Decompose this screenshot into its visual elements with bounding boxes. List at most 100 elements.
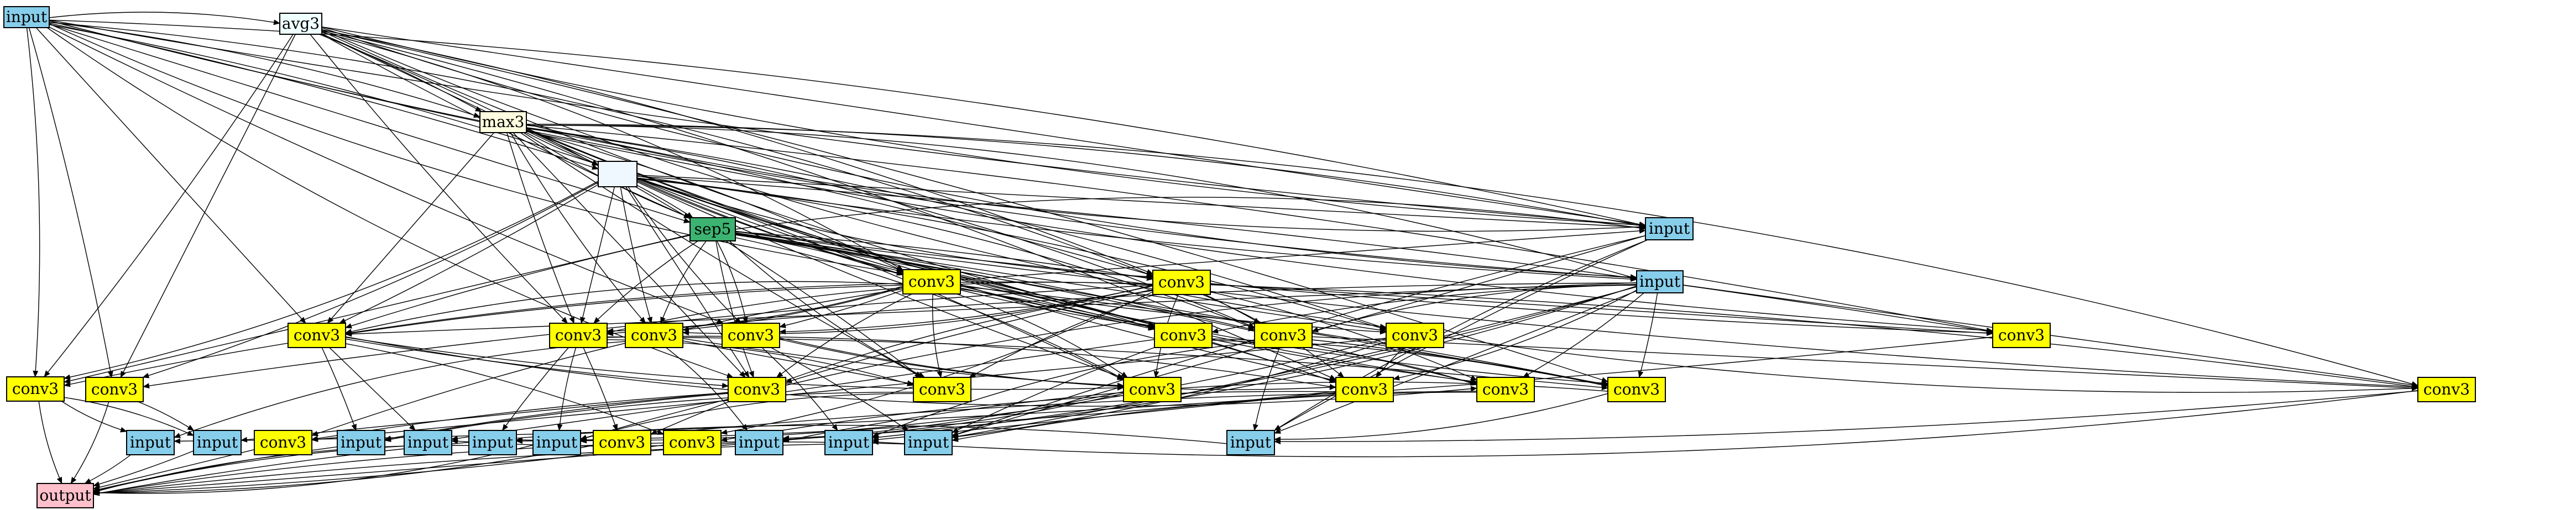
node-box-inR2	[1636, 270, 1684, 293]
edge-b13-to-out	[93, 425, 1227, 496]
edge-sep-to-c7	[660, 240, 707, 324]
edge-blank-to-c8	[628, 186, 741, 324]
edge-c6-to-c16	[607, 335, 1336, 390]
node-layer: input avg3 max3 sep5 input input conv3 conv3 con…	[3, 6, 2476, 508]
node-conv3-c3: conv3	[6, 376, 65, 402]
edge-c6-to-b8	[583, 347, 618, 431]
edge-in0-to-c12	[49, 20, 1993, 333]
edge-max-to-c5	[327, 132, 494, 324]
node-label-b3: conv3	[260, 433, 306, 451]
edge-c19-to-b11	[872, 390, 2418, 458]
node-sep5-sep: sep5	[689, 217, 736, 241]
node-box-in0	[3, 6, 50, 28]
node-label-avg: avg3	[282, 14, 320, 33]
edge-c2-to-c17	[1210, 291, 1477, 381]
node-box-c13	[728, 377, 786, 402]
node-input-in0: input	[3, 6, 50, 28]
edge-c10-to-c18	[1311, 339, 1608, 387]
edge-max-to-c2	[526, 127, 1153, 277]
edge-sep-to-c13	[715, 240, 754, 378]
node-conv3-b9: conv3	[663, 430, 722, 455]
edge-c9-to-c17	[1211, 340, 1477, 386]
edge-blank-to-c6	[580, 186, 615, 324]
edge-c1-to-c16	[960, 288, 1336, 383]
edge-c1-to-c14	[932, 293, 943, 378]
node-label-c7: conv3	[631, 326, 677, 344]
edge-max-to-c20	[526, 124, 1646, 228]
edge-avg-to-max	[321, 33, 482, 112]
node-box-c17	[1476, 377, 1535, 402]
edge-avg-to-c20	[321, 27, 1646, 227]
node-label-out: output	[39, 486, 91, 504]
node-box-b10	[735, 430, 783, 455]
edge-inR2-to-b12	[952, 286, 1637, 439]
node-label-in0: input	[6, 8, 48, 26]
node-box-c3	[6, 376, 65, 402]
edge-inR2-to-b11	[872, 286, 1637, 440]
node-conv3-c12: conv3	[1992, 323, 2051, 348]
edge-inR1-to-b13	[1274, 239, 1648, 431]
node-label-c10: conv3	[1260, 326, 1307, 344]
node-box-b2	[193, 430, 242, 455]
node-box-c12	[1992, 323, 2051, 348]
node-conv3-b3: conv3	[254, 430, 312, 455]
edge-blank-to-c9	[636, 179, 1155, 329]
edge-max-to-c17	[526, 128, 1477, 384]
edge-max-to-c12	[526, 125, 1993, 333]
edge-c2-to-b8	[650, 290, 1153, 435]
node-input-b6: input	[468, 430, 517, 455]
node-conv3-c18: conv3	[1607, 377, 1666, 402]
node-box-c14	[913, 377, 971, 402]
node-box-c18	[1607, 377, 1666, 402]
edge-b9-to-out	[93, 444, 664, 496]
node-label-c17: conv3	[1482, 380, 1529, 398]
node-label-c1: conv3	[908, 272, 955, 291]
edge-inR2-to-c10	[1311, 285, 1637, 333]
node-conv3-c16: conv3	[1335, 377, 1394, 402]
edge-blank-to-c10	[636, 178, 1255, 329]
edge-inR2-to-c18	[1638, 292, 1658, 378]
node-box-c1	[902, 269, 961, 295]
node-label-b10: input	[739, 433, 780, 451]
node-label-b4: input	[341, 433, 382, 451]
edge-in0-to-c4	[28, 27, 113, 378]
node-box-avg	[279, 13, 322, 35]
edge-c9-to-b5	[451, 339, 1155, 441]
edge-c8-to-b12	[771, 347, 909, 431]
node-conv3-c10: conv3	[1254, 323, 1313, 348]
edge-c4-to-b2	[138, 401, 195, 431]
edge-in0-to-c20	[49, 19, 1646, 227]
edge-max-to-inR2	[526, 125, 1637, 280]
node-box-b3	[254, 430, 312, 455]
edge-c14-to-b4	[384, 391, 914, 443]
edge-c6-to-b7	[557, 347, 577, 431]
edge-blank-to-c5	[339, 184, 599, 324]
node-label-max: max3	[482, 113, 525, 131]
edge-c1-to-c3	[64, 285, 903, 387]
node-box-c4	[85, 377, 144, 402]
edge-avg-to-inR2	[321, 27, 1637, 280]
node-conv3-c11: conv3	[1386, 323, 1444, 348]
edge-blank-to-c1	[636, 180, 903, 274]
node-box-c10	[1254, 323, 1313, 348]
node-output-out: output	[36, 483, 94, 508]
edge-c20-to-b13	[1274, 239, 1648, 431]
node-box-c16	[1335, 377, 1394, 402]
node-box-sep	[689, 217, 736, 241]
node-avg3-avg: avg3	[279, 13, 322, 35]
edge-layer	[26, 12, 2418, 496]
edge-c2-to-c6	[607, 282, 1153, 334]
edge-in0-to-avg	[49, 12, 280, 25]
edge-c5-to-c13	[345, 338, 729, 388]
node-conv3-c15: conv3	[1123, 377, 1182, 402]
edge-in0-to-inR2	[49, 20, 1637, 281]
node-conv3-c19: conv3	[2417, 377, 2476, 402]
node-input-b4: input	[337, 430, 385, 455]
node-box-c5	[288, 323, 346, 348]
node-box-b7	[532, 430, 581, 455]
node-label-c14: conv3	[919, 380, 965, 398]
node-label-b8: conv3	[599, 433, 645, 451]
edge-c2-to-c19	[1210, 284, 2418, 390]
node-label-b11: input	[828, 433, 870, 451]
